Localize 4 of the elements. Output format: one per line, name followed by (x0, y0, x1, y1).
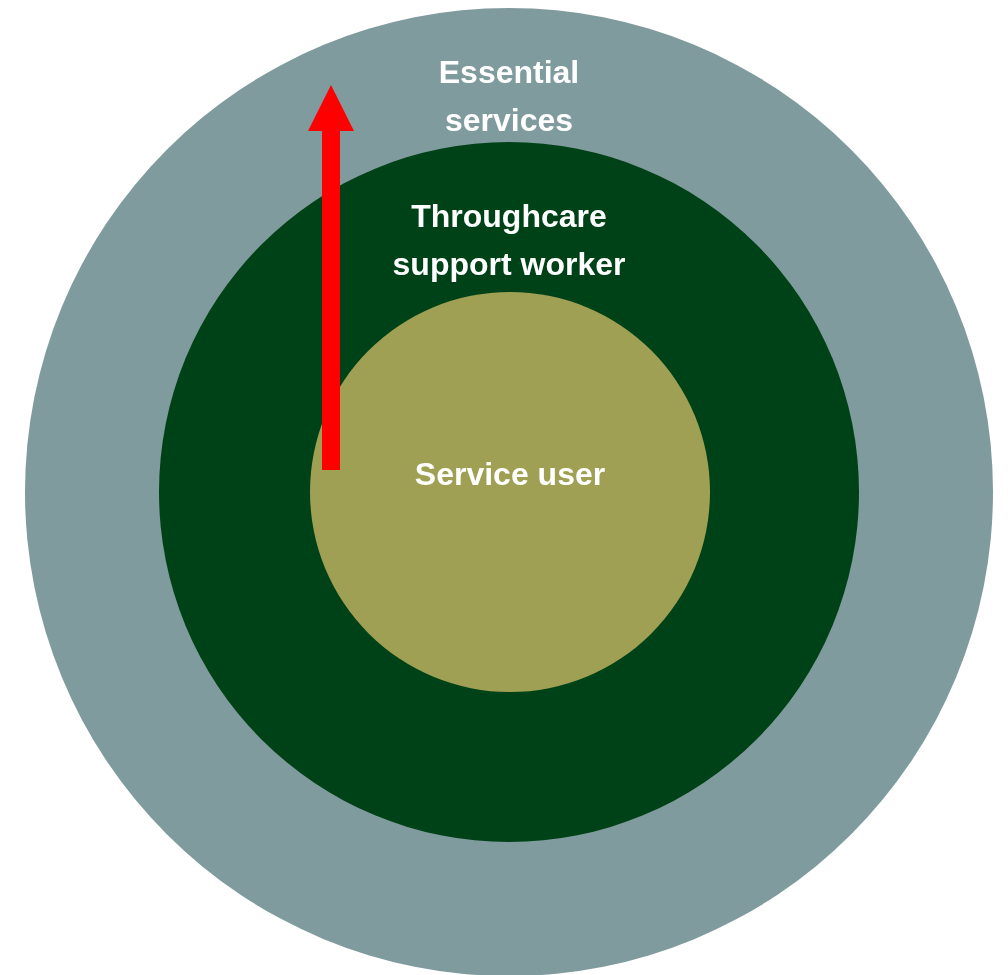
circle-label: Essential services (437, 53, 581, 140)
circle-label: Throughcare support worker (391, 197, 627, 284)
arrow (308, 85, 354, 470)
circle-label: Service user (413, 455, 607, 494)
